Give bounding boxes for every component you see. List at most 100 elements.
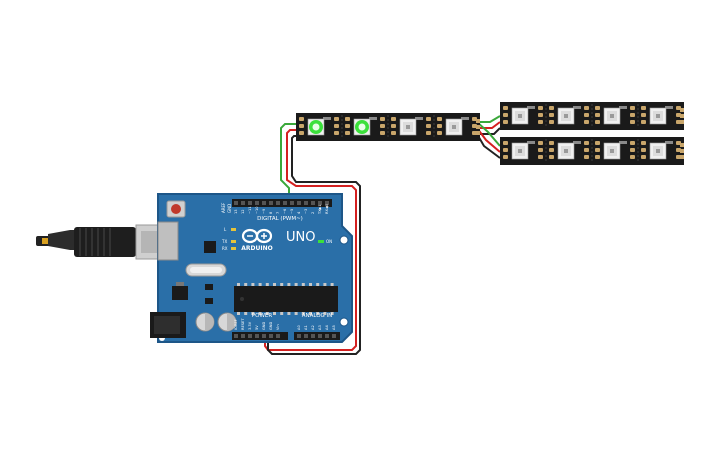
strip-pad (641, 155, 646, 159)
strip-pad (380, 124, 385, 128)
strip-pad (426, 131, 431, 135)
strip-pad (676, 148, 681, 152)
chip-pin (251, 312, 255, 315)
pin-label: A0 (297, 325, 301, 330)
led-lit-center (358, 123, 366, 131)
strip-capacitor (665, 141, 673, 144)
chip-pin (265, 312, 269, 315)
strip-capacitor (619, 106, 627, 109)
l-led (231, 228, 236, 231)
strip-end-pad (680, 120, 684, 124)
digital-header (232, 199, 332, 207)
strip-pad (630, 106, 635, 110)
strip-pad (299, 131, 304, 135)
strip-end-pad (680, 114, 684, 118)
strip-capacitor (527, 106, 535, 109)
chip-pin (301, 283, 305, 286)
strip-pad (641, 148, 646, 152)
strip-pad (426, 124, 431, 128)
chip-pin (316, 283, 320, 286)
pin-label: IOREF (234, 319, 238, 330)
strip-pad (584, 113, 589, 117)
strip-pad (641, 106, 646, 110)
led-strip-top[interactable] (500, 102, 684, 130)
pin-label: ~5 (290, 209, 294, 214)
wire-data-green[interactable] (280, 123, 299, 196)
pin-label: ~6 (283, 208, 287, 214)
gnd-pin-label: GND (227, 204, 232, 213)
wire-ground-black[interactable] (267, 135, 361, 355)
strip-capacitor (665, 106, 673, 109)
on-led (318, 240, 324, 243)
usb-socket (157, 221, 179, 261)
wire-strip-link-green-top[interactable] (477, 115, 501, 123)
arduino-logo (241, 228, 273, 244)
reset-button-cap[interactable] (171, 204, 181, 214)
strip-pad (334, 117, 339, 121)
strip-capacitor (619, 141, 627, 144)
chip-pin (273, 283, 276, 286)
strip-pad (549, 106, 554, 110)
pin-label: A1 (304, 325, 308, 330)
wire-strip-link-black-bottom[interactable] (476, 133, 501, 159)
pin-label: A3 (318, 325, 322, 330)
strip-pad (299, 117, 304, 121)
pin-label: 13 (234, 209, 238, 214)
pin-label: A5 (332, 325, 336, 330)
strip-capacitor (369, 117, 377, 120)
rx-led-label: RX (222, 246, 228, 251)
strip-pad (503, 141, 508, 145)
led-die (610, 114, 614, 118)
led-die (518, 149, 522, 153)
strip-capacitor (527, 141, 535, 144)
pin-label: ~10 (255, 206, 259, 214)
led-die (564, 149, 568, 153)
strip-pad (503, 113, 508, 117)
led-strip-bottom[interactable] (500, 137, 684, 165)
strip-pad (595, 106, 600, 110)
strip-pad (426, 117, 431, 121)
pin-label: GND (269, 322, 273, 330)
led-strip-main[interactable] (296, 113, 480, 141)
led-lit-center (312, 123, 320, 131)
wire-strip-link-green-bottom[interactable] (476, 121, 501, 147)
wire-strip-link-red-top[interactable] (477, 121, 501, 129)
chip-pin (323, 312, 327, 315)
pin-label: Vin (276, 324, 280, 330)
chip-pin (280, 312, 284, 315)
chip-pin (237, 283, 240, 286)
strip-pad (503, 155, 508, 159)
strip-pad (595, 141, 600, 145)
strip-pad (584, 148, 589, 152)
chip-pin (323, 283, 327, 286)
strip-pad (345, 131, 350, 135)
strip-pad (630, 120, 635, 124)
chip-pin (265, 283, 269, 286)
chip-pin (316, 312, 320, 315)
chip-pin (287, 312, 291, 315)
mounting-hole (339, 317, 349, 327)
chip-pin (330, 283, 334, 286)
strip-pad (391, 117, 396, 121)
strip-pad (595, 148, 600, 152)
strip-pad (549, 155, 554, 159)
strip-pad (641, 113, 646, 117)
on-led-label: ON (326, 239, 332, 244)
led-die (656, 114, 660, 118)
strip-end-pad (680, 143, 684, 147)
strip-end-pad (680, 149, 684, 153)
chip-pin (294, 312, 298, 315)
led-die (452, 125, 456, 129)
smd-component (205, 298, 213, 304)
wires (264, 115, 501, 355)
power-header-label: POWER (252, 313, 273, 319)
led-die (610, 149, 614, 153)
strip-capacitor (461, 117, 469, 120)
usb-plug-body (74, 227, 136, 257)
usb-cable[interactable] (36, 224, 169, 260)
pin-label: 5V (255, 325, 259, 330)
